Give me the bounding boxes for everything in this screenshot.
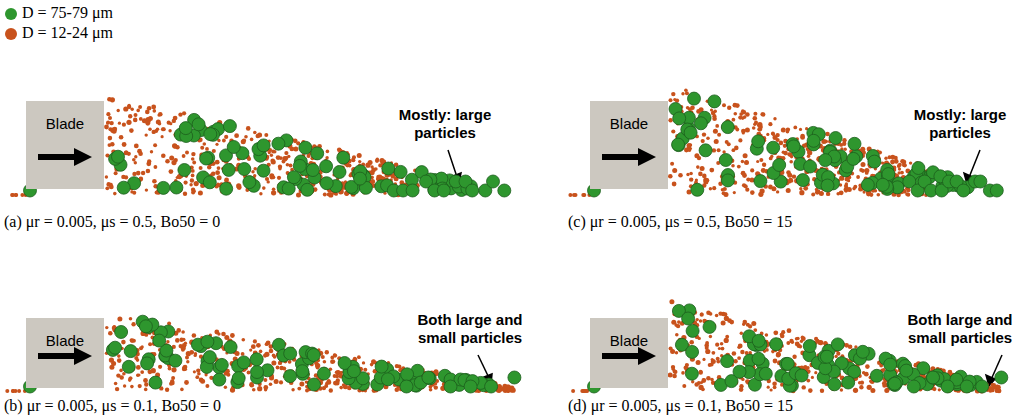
- blade-box: Blade: [26, 318, 104, 388]
- blade-label: Blade: [590, 101, 668, 132]
- legend-swatch: [4, 7, 18, 21]
- callout-text: Mostly: large particles: [895, 106, 1025, 142]
- callout-text: Mostly: large particles: [380, 106, 510, 142]
- callout-text: Both large and small particles: [895, 311, 1025, 347]
- blade-box: Blade: [590, 318, 668, 388]
- leader-lines: [448, 150, 1002, 386]
- blade-box: Blade: [26, 101, 104, 189]
- blade-label: Blade: [26, 318, 104, 349]
- panel-caption: (c) μr = 0.005, μs = 0.5, Bo50 = 15: [568, 213, 792, 231]
- callout-text: Both large and small particles: [405, 311, 535, 347]
- blade-label: Blade: [590, 318, 668, 349]
- blade-label: Blade: [26, 101, 104, 132]
- blade-box: Blade: [590, 101, 668, 189]
- push-arrow: [36, 346, 96, 366]
- legend-text: D = 12-24 μm: [22, 24, 113, 42]
- legend-text: D = 75-79 μm: [22, 4, 113, 22]
- legend-swatch: [4, 27, 18, 41]
- push-arrow: [600, 147, 660, 167]
- panel-caption: (a) μr = 0.005, μs = 0.5, Bo50 = 0: [4, 213, 220, 231]
- push-arrow: [600, 346, 660, 366]
- push-arrow: [36, 147, 96, 167]
- panel-caption: (d) μr = 0.005, μs = 0.1, Bo50 = 15: [568, 397, 793, 415]
- panel-caption: (b) μr = 0.005, μs = 0.1, Bo50 = 0: [4, 397, 221, 415]
